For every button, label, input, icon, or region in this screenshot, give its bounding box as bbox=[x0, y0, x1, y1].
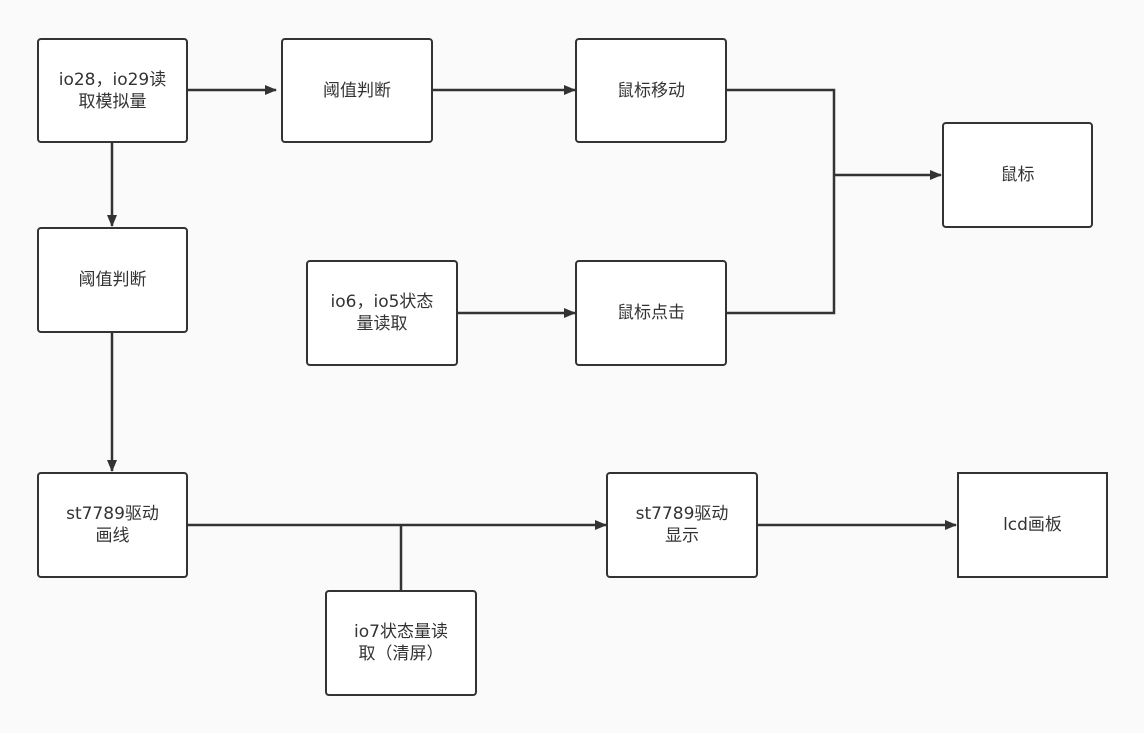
node-lcd-canvas: lcd画板 bbox=[957, 472, 1108, 578]
node-label: st7789驱动 画线 bbox=[66, 504, 159, 546]
node-st7789-draw: st7789驱动 画线 bbox=[37, 472, 188, 578]
node-label: lcd画板 bbox=[1003, 515, 1062, 535]
node-label: io7状态量读 取（清屏） bbox=[354, 622, 448, 664]
node-label: 阈值判断 bbox=[78, 270, 147, 290]
node-label: 鼠标 bbox=[1000, 165, 1035, 185]
node-mouse-move: 鼠标移动 bbox=[575, 38, 727, 143]
node-label: 鼠标移动 bbox=[617, 80, 685, 101]
node-label: 鼠标点击 bbox=[617, 303, 685, 323]
node-label: io6，io5状态 量读取 bbox=[330, 292, 434, 334]
node-io6-io5-read: io6，io5状态 量读取 bbox=[306, 260, 458, 366]
node-label: 阈值判断 bbox=[323, 80, 391, 101]
node-st7789-display: st7789驱动 显示 bbox=[606, 472, 758, 578]
node-threshold-left: 阈值判断 bbox=[37, 227, 188, 333]
node-mouse: 鼠标 bbox=[942, 122, 1093, 228]
node-io7-read: io7状态量读 取（清屏） bbox=[325, 590, 477, 696]
edge-mouse-move-to-junction bbox=[726, 88, 836, 175]
node-threshold-top: 阈值判断 bbox=[281, 38, 433, 143]
node-label: io28，io29读 取模拟量 bbox=[58, 69, 167, 112]
node-io28-io29-read: io28，io29读 取模拟量 bbox=[37, 38, 188, 143]
edge-mouse-click-to-junction bbox=[726, 175, 836, 315]
node-mouse-click: 鼠标点击 bbox=[575, 260, 727, 366]
node-label: st7789驱动 显示 bbox=[635, 504, 729, 546]
